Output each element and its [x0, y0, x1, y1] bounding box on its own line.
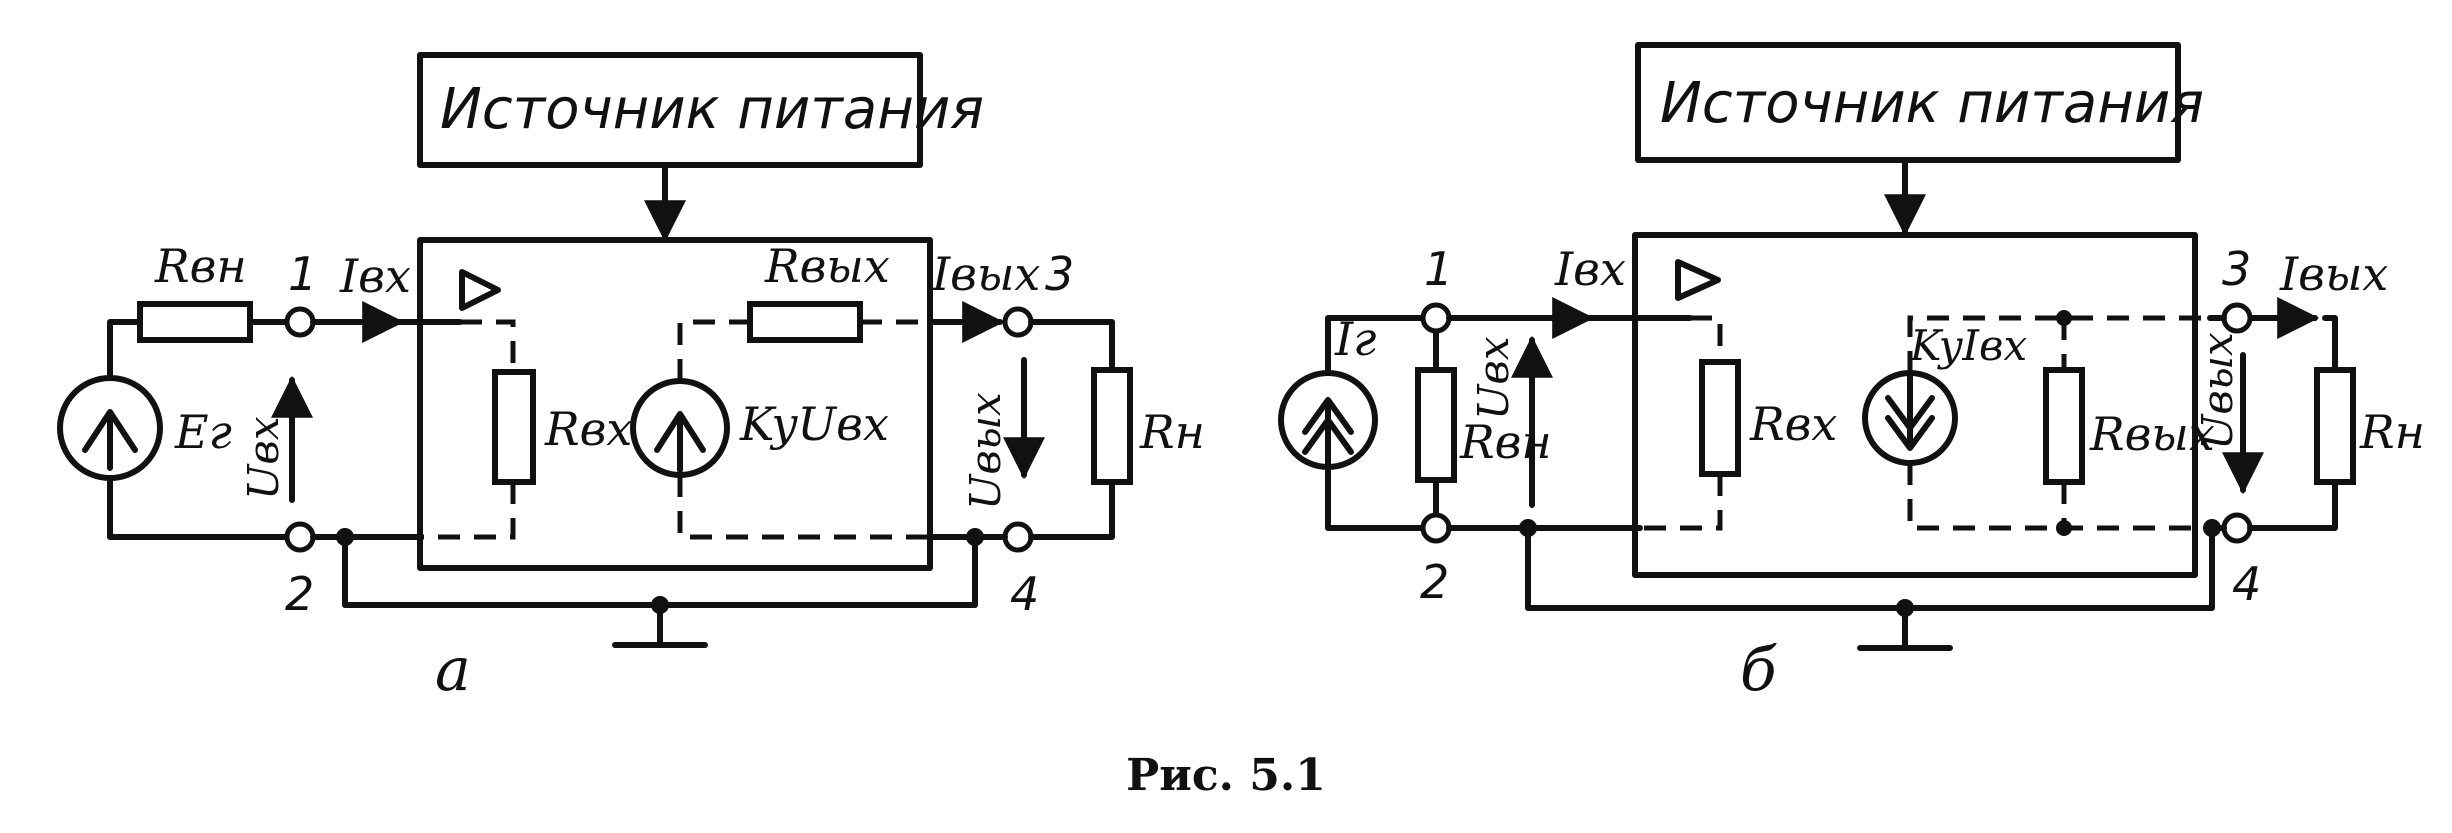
panel-b: Источник питания Iг Rвн 1 2 Iвх Uвх Rвх [1278, 42, 2425, 705]
u-out-label-b: Uвых [2193, 332, 2242, 450]
terminal-4-b [2221, 512, 2253, 544]
amplifier-triangle-icon-b [1675, 259, 1721, 301]
resistor-r-in-a [492, 369, 536, 485]
dep-source-label-b: KyIвх [1909, 321, 2027, 370]
r-load-label-a: Rн [1139, 405, 1205, 459]
i-out-label-a: Iвых [931, 247, 1040, 301]
terminal-1-b [1420, 302, 1452, 334]
generator-label-a: Eг [174, 405, 232, 459]
panel-label-a: а [435, 635, 471, 705]
r-source-label-b: Rвн [1459, 415, 1552, 469]
resistor-r-source-a [137, 301, 253, 343]
power-supply-label-b: Источник питания [1660, 71, 2204, 136]
r-in-label-a: Rвх [544, 402, 632, 456]
terminal-3-b [2221, 302, 2253, 334]
r-out-label-a: Rвых [764, 239, 890, 293]
terminal-2-a [284, 521, 316, 553]
r-in-label-b: Rвх [1749, 397, 1837, 451]
r-load-label-b: Rн [2359, 405, 2425, 459]
terminal-2-b [1420, 512, 1452, 544]
node-2-label-a: 2 [285, 567, 314, 621]
resistor-r-source-b [1415, 367, 1457, 483]
node-2-label-b: 2 [1420, 555, 1449, 609]
u-in-label-b: Uвх [1469, 336, 1518, 420]
voltage-source-arrow-a [82, 409, 138, 471]
node-1-label-a: 1 [288, 247, 317, 301]
node-4-label-b: 4 [2232, 557, 2261, 611]
figure-caption: Рис. 5.1 [1126, 750, 1326, 801]
dep-source-label-a: KyUвх [739, 397, 889, 451]
node-1-label-b: 1 [1424, 242, 1453, 296]
ground-icon-a [612, 602, 708, 648]
u-out-label-a: Uвых [961, 392, 1010, 510]
node-4-label-a: 4 [1010, 567, 1039, 621]
node-3-label-b: 3 [2222, 242, 2251, 296]
power-supply-box-a: Источник питания [417, 52, 984, 168]
terminal-1-a [284, 306, 316, 338]
terminal-4-a [1002, 521, 1034, 553]
resistor-r-load-b [2314, 367, 2356, 485]
amplifier-box-a [417, 237, 933, 571]
resistor-r-in-b [1699, 359, 1741, 477]
panel-label-b: б [1740, 635, 1777, 705]
amplifier-triangle-icon-a [459, 269, 501, 311]
resistor-r-out-a [747, 301, 863, 343]
resistor-r-load-a [1091, 367, 1133, 485]
r-source-label-a: Rвн [154, 239, 247, 293]
node-3-label-a: 3 [1045, 247, 1074, 301]
r-out-label-b: Rвых [2089, 407, 2215, 461]
power-supply-label-a: Источник питания [440, 77, 984, 142]
resistor-r-out-b [2043, 367, 2085, 485]
panel-a: Источник питания Eг Rвн 1 2 Iвх Uвх [57, 52, 1205, 705]
i-out-label-b: Iвых [2279, 247, 2388, 301]
i-in-label-b: Iвх [1554, 242, 1626, 296]
u-in-label-a: Uвх [239, 416, 288, 500]
power-supply-box-b: Источник питания [1635, 42, 2204, 163]
ground-icon-b [1857, 605, 1953, 651]
i-in-label-a: Iвх [339, 249, 411, 303]
amplifier-box-b [1632, 232, 2198, 578]
terminal-3-a [1002, 306, 1034, 338]
